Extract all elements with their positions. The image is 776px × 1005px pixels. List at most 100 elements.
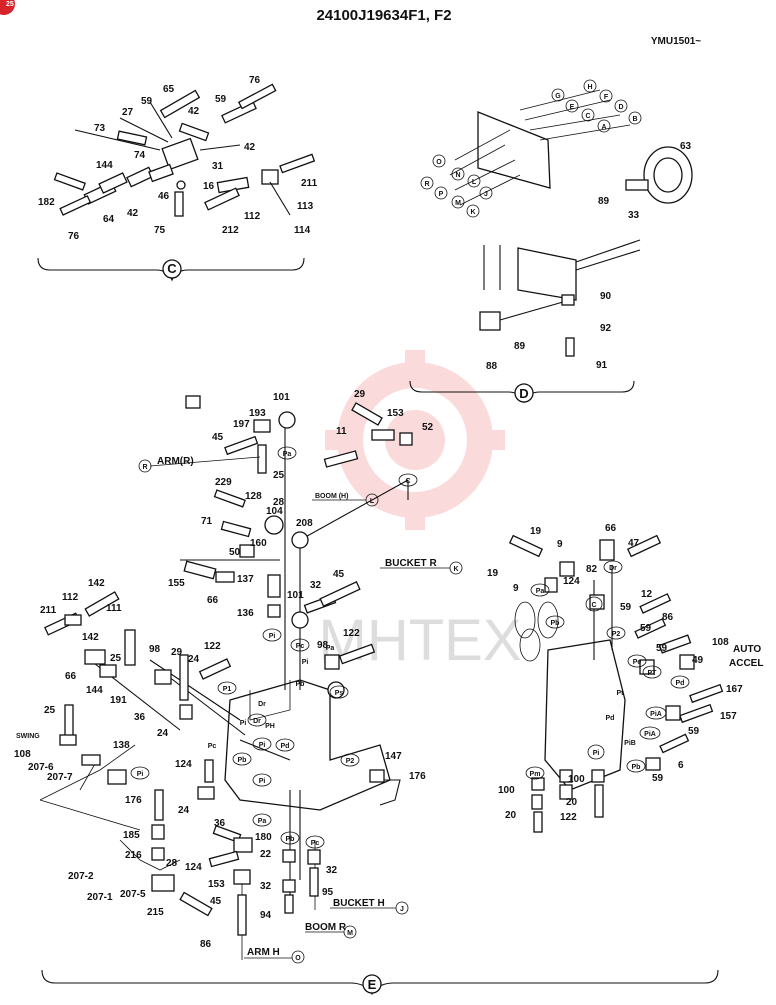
part-callout: Pb — [551, 620, 560, 627]
port-label-text: Pa C Pi Pc P1 Ps Dr Pi Pd Pb P2 Pi Pi Pa… — [137, 451, 685, 847]
part-callout: 185 — [123, 830, 140, 841]
part-callout: J — [484, 191, 488, 198]
part-callout: 147 — [385, 751, 402, 762]
part-callout: 182 — [38, 197, 55, 208]
part-callout: B — [632, 116, 637, 123]
part-callout: 138 — [113, 740, 130, 751]
part-callout: L — [472, 179, 477, 186]
part-callout: 104 — [266, 506, 283, 517]
part-callout: Dr — [609, 565, 617, 572]
part-callout: 86 — [662, 612, 674, 623]
part-callout: 207-6 — [28, 762, 54, 773]
route-marker-boom-h: L — [370, 498, 375, 505]
part-callout: 9 — [557, 539, 563, 550]
part-callout: 216 — [125, 850, 142, 861]
part-callout: 86 — [200, 939, 212, 950]
part-callout: C — [591, 602, 596, 609]
part-callout: Pe — [633, 659, 642, 666]
part-callout: 28 — [273, 497, 285, 508]
part-callout: 19 — [487, 568, 499, 579]
part-callout: 25 — [273, 470, 285, 481]
part-callout: 142 — [82, 632, 99, 643]
part-callout: Dr — [253, 718, 261, 725]
part-callout: O — [436, 159, 442, 166]
route-marker-bucket-r: K — [453, 566, 458, 573]
corner-badge-icon — [0, 0, 15, 15]
part-callout: 136 — [237, 608, 254, 619]
part-callout: 108 — [712, 637, 729, 648]
part-callout: 65 — [163, 84, 175, 95]
part-callout: Pi — [593, 750, 600, 757]
part-callout: 31 — [212, 161, 224, 172]
section-c-callouts: 76 65 59 59 27 42 73 74 42 31 144 16 211… — [38, 75, 318, 242]
part-callout: 59 — [688, 726, 700, 737]
section-e-label: E — [368, 977, 377, 992]
route-marker-bucket-h: J — [400, 906, 404, 913]
part-callout: 89 — [598, 196, 610, 207]
part-callout: 153 — [387, 408, 404, 419]
part-callout: 16 — [203, 181, 215, 192]
part-callout: 49 — [692, 655, 704, 666]
part-callout: 98 — [149, 644, 161, 655]
route-marker-arm-r: R — [142, 464, 147, 471]
part-callout: 92 — [600, 323, 612, 334]
part-callout: 88 — [486, 361, 498, 372]
part-callout: Pd — [606, 715, 615, 722]
part-callout: 28 — [166, 858, 178, 869]
part-callout: P1 — [223, 686, 232, 693]
part-callout: 89 — [514, 341, 526, 352]
route-boom-r: BOOM R — [305, 922, 347, 933]
part-callout: N — [455, 172, 460, 179]
part-callout: 22 — [260, 849, 272, 860]
part-callout: Pi — [137, 771, 144, 778]
part-callout: 33 — [628, 210, 640, 221]
part-callout: 90 — [600, 291, 612, 302]
model-range: YMU1501~ — [651, 36, 701, 47]
part-callout: 101 — [287, 590, 304, 601]
part-callout: 66 — [207, 595, 219, 606]
part-callout: 212 — [222, 225, 239, 236]
part-callout: 112 — [62, 592, 79, 603]
part-callout: 59 — [620, 602, 632, 613]
part-callout: 12 — [641, 589, 653, 600]
part-callout: 137 — [237, 574, 254, 585]
part-callout: 24 — [157, 728, 169, 739]
section-d-drawing — [409, 89, 693, 404]
section-e-top-callouts: 101 29 193 197 153 45 11 52 25 229 128 2… — [168, 389, 434, 651]
part-callout: P2 — [612, 631, 621, 638]
route-auto: AUTO — [733, 644, 761, 655]
part-callout: F — [604, 94, 609, 101]
part-callout: D — [618, 104, 623, 111]
part-callout: 76 — [249, 75, 261, 86]
part-callout: 32 — [260, 881, 272, 892]
part-callout: 100 — [498, 785, 515, 796]
part-callout: 59 — [652, 773, 664, 784]
part-callout: 25 — [110, 653, 122, 664]
section-e-left-callouts: 142 112 211 111 142 25 29 98 24 122 66 1… — [14, 578, 426, 950]
part-callout: 101 — [273, 392, 290, 403]
part-callout: 208 — [296, 518, 313, 529]
route-boom-h: BOOM (H) — [315, 493, 348, 500]
part-callout: 75 — [154, 225, 166, 236]
part-callout: 66 — [605, 523, 617, 534]
part-callout: Pa — [258, 818, 267, 825]
section-e-drawing — [39, 395, 724, 996]
part-callout: 191 — [110, 695, 127, 706]
part-callout: Pi — [302, 659, 309, 666]
part-callout: Pc — [311, 840, 320, 847]
part-callout: Pi — [269, 633, 276, 640]
port-labels — [130, 446, 690, 849]
part-callout: Dr — [258, 701, 266, 708]
part-callout: C — [585, 113, 590, 120]
part-callout: 155 — [168, 578, 185, 589]
part-callout: 59 — [141, 96, 153, 107]
part-callout: 29 — [354, 389, 366, 400]
part-callout: 52 — [422, 422, 434, 433]
part-callout: 32 — [326, 865, 338, 876]
part-callout: 124 — [185, 862, 202, 873]
part-callout: 32 — [310, 580, 322, 591]
part-callout: 207-2 — [68, 871, 94, 882]
part-callout: 167 — [726, 684, 743, 695]
